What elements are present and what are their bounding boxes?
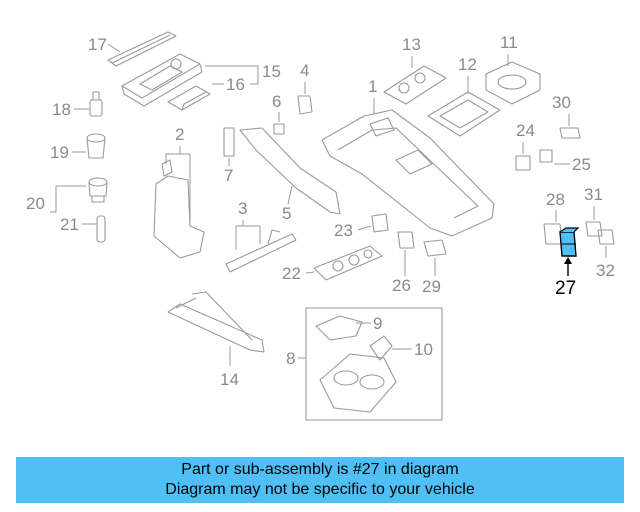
part-30 bbox=[559, 127, 581, 139]
part-1-center-console bbox=[321, 109, 495, 237]
part-24-switch bbox=[515, 155, 531, 171]
part-32-switch bbox=[597, 229, 615, 245]
part-22-climate-control bbox=[313, 245, 383, 281]
callout-15[interactable]: 15 bbox=[262, 62, 281, 81]
callout-13[interactable]: 13 bbox=[402, 35, 421, 54]
part-17-trim-strip bbox=[107, 31, 177, 67]
callout-2[interactable]: 2 bbox=[175, 125, 184, 144]
callout-9[interactable]: 9 bbox=[373, 314, 382, 333]
callout-8[interactable]: 8 bbox=[286, 349, 295, 368]
part-23-switch bbox=[371, 213, 389, 233]
part-16-bin bbox=[167, 85, 211, 111]
banner-line-part: Part or sub-assembly is #27 in diagram bbox=[181, 461, 459, 478]
callout-10[interactable]: 10 bbox=[414, 340, 433, 359]
callout-30[interactable]: 30 bbox=[552, 93, 571, 112]
callout-27[interactable]: 27 bbox=[555, 278, 576, 299]
part-13-switch-panel bbox=[383, 65, 447, 105]
callout-7[interactable]: 7 bbox=[224, 166, 233, 185]
part-7-clip bbox=[223, 127, 235, 157]
callout-6[interactable]: 6 bbox=[272, 92, 281, 111]
callout-18[interactable]: 18 bbox=[52, 100, 71, 119]
part-18-clip bbox=[89, 91, 103, 117]
banner-line-disclaimer: Diagram may not be specific to your vehi… bbox=[165, 481, 475, 498]
callout-32[interactable]: 32 bbox=[596, 261, 615, 280]
part-2-side-panel bbox=[153, 159, 205, 259]
part-15-tray bbox=[121, 53, 203, 107]
callout-4[interactable]: 4 bbox=[300, 61, 309, 80]
callout-28[interactable]: 28 bbox=[546, 190, 565, 209]
part-11-shift-boot bbox=[485, 61, 541, 105]
callout-12[interactable]: 12 bbox=[458, 55, 477, 74]
part-26-switch bbox=[397, 231, 415, 249]
part-3-rail bbox=[225, 229, 297, 273]
callout-16[interactable]: 16 bbox=[226, 75, 245, 94]
callout-29[interactable]: 29 bbox=[422, 277, 441, 296]
part-21-pin bbox=[96, 215, 106, 243]
callout-1[interactable]: 1 bbox=[368, 77, 377, 96]
callout-19[interactable]: 19 bbox=[50, 143, 69, 162]
callout-5[interactable]: 5 bbox=[282, 204, 291, 223]
part-28-switch bbox=[543, 223, 563, 245]
part-6 bbox=[273, 123, 285, 135]
part-8-cupholder-assembly bbox=[305, 307, 443, 421]
part-25-switch bbox=[539, 149, 553, 163]
part-27-highlighted[interactable] bbox=[559, 227, 580, 257]
callout-23[interactable]: 23 bbox=[334, 221, 353, 240]
callout-11[interactable]: 11 bbox=[500, 33, 518, 52]
callout-21[interactable]: 21 bbox=[60, 215, 79, 234]
part-14-trim bbox=[167, 291, 265, 353]
callout-14[interactable]: 14 bbox=[220, 370, 239, 389]
part-5-side-trim bbox=[239, 127, 341, 215]
callout-20[interactable]: 20 bbox=[26, 194, 45, 213]
part-4-bracket bbox=[297, 95, 313, 115]
callout-26[interactable]: 26 bbox=[392, 276, 411, 295]
part-20-socket bbox=[88, 177, 108, 203]
parts-diagram: 17 15 16 18 19 20 21 bbox=[26, 31, 615, 421]
callout-25[interactable]: 25 bbox=[572, 155, 591, 174]
callout-3[interactable]: 3 bbox=[238, 199, 247, 218]
callout-22[interactable]: 22 bbox=[282, 264, 301, 283]
callout-24[interactable]: 24 bbox=[516, 121, 535, 140]
callout-17[interactable]: 17 bbox=[88, 35, 107, 54]
part-12-shifter-trim bbox=[427, 91, 501, 137]
part-31-switch bbox=[585, 221, 603, 237]
callout-31[interactable]: 31 bbox=[584, 185, 603, 204]
info-banner: Part or sub-assembly is #27 in diagram D… bbox=[16, 457, 624, 503]
part-19-button bbox=[86, 133, 106, 159]
part-29-switch bbox=[423, 239, 447, 257]
